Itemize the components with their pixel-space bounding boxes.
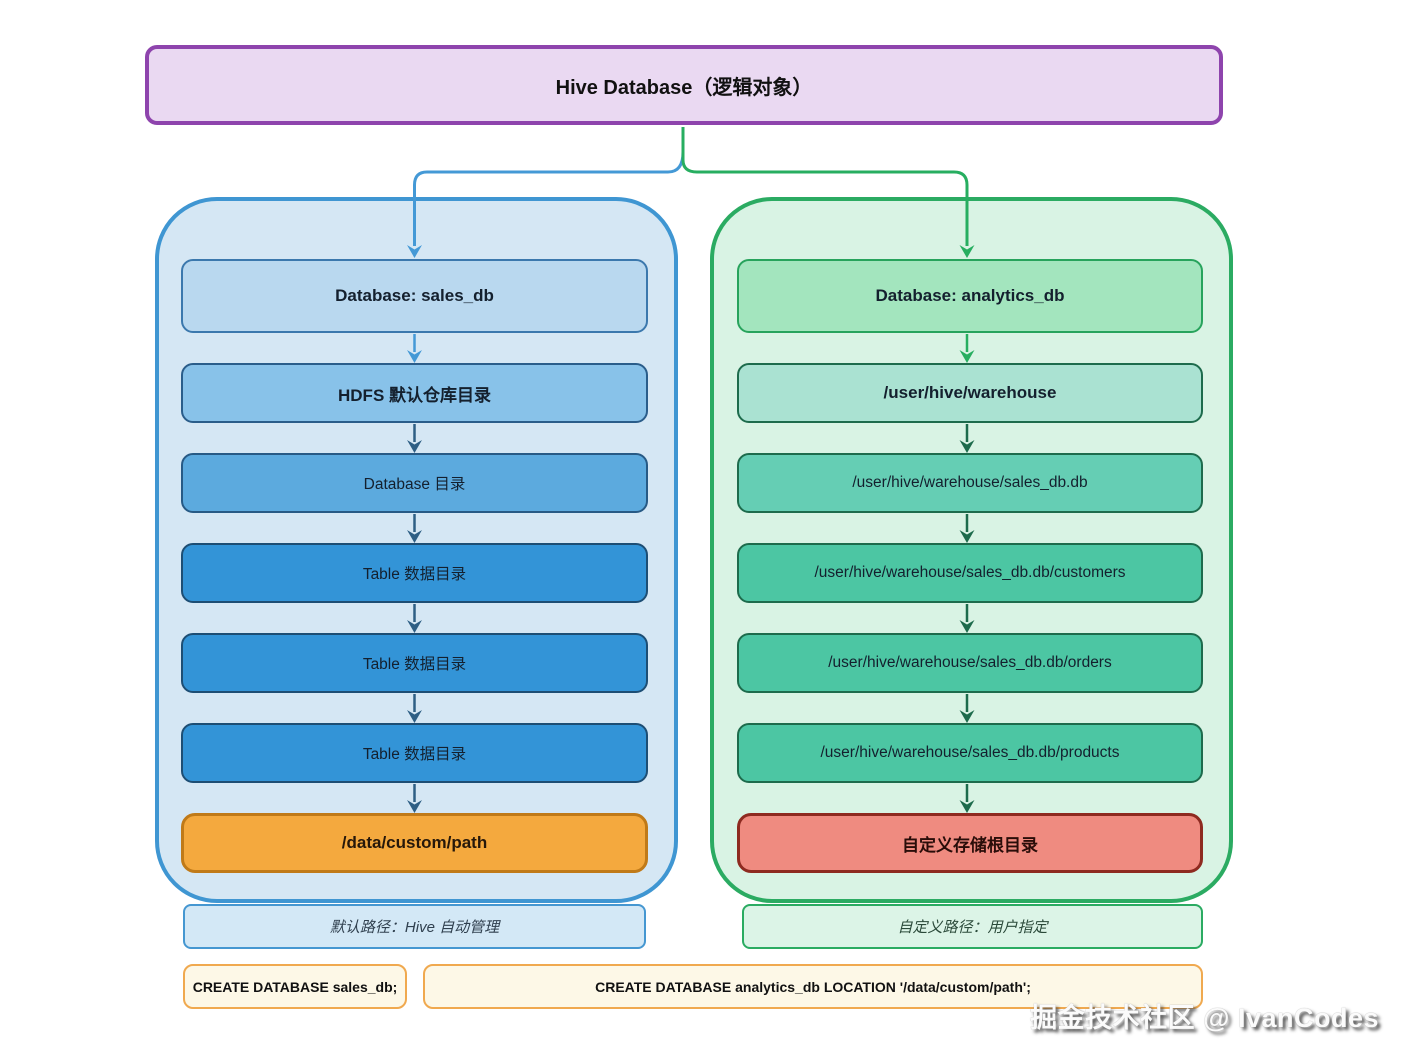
node-hdfs-default-warehouse: HDFS 默认仓库目录 bbox=[181, 363, 648, 423]
node-warehouse-root: /user/hive/warehouse bbox=[737, 363, 1203, 423]
footnote-default-path: 默认路径：Hive 自动管理 bbox=[183, 904, 646, 949]
node-sales-db-dir: /user/hive/warehouse/sales_db.db bbox=[737, 453, 1203, 513]
node-database-dir: Database 目录 bbox=[181, 453, 648, 513]
node-analytics-db: Database: analytics_db bbox=[737, 259, 1203, 333]
node-customers-dir: /user/hive/warehouse/sales_db.db/custome… bbox=[737, 543, 1203, 603]
node-data-custom-path: /data/custom/path bbox=[181, 813, 648, 873]
node-products-dir: /user/hive/warehouse/sales_db.db/product… bbox=[737, 723, 1203, 783]
node-table-data-dir-3: Table 数据目录 bbox=[181, 723, 648, 783]
code-create-analytics-db: CREATE DATABASE analytics_db LOCATION '/… bbox=[423, 964, 1203, 1009]
code-create-sales-db: CREATE DATABASE sales_db; bbox=[183, 964, 407, 1009]
title-node-hive-database: Hive Database（逻辑对象） bbox=[145, 45, 1223, 125]
footnote-custom-path: 自定义路径：用户指定 bbox=[742, 904, 1203, 949]
watermark: 掘金技术社区 @ IvanCodes bbox=[1030, 1003, 1379, 1033]
node-table-data-dir-1: Table 数据目录 bbox=[181, 543, 648, 603]
node-custom-storage-root: 自定义存储根目录 bbox=[737, 813, 1203, 873]
node-sales-db: Database: sales_db bbox=[181, 259, 648, 333]
node-orders-dir: /user/hive/warehouse/sales_db.db/orders bbox=[737, 633, 1203, 693]
node-table-data-dir-2: Table 数据目录 bbox=[181, 633, 648, 693]
